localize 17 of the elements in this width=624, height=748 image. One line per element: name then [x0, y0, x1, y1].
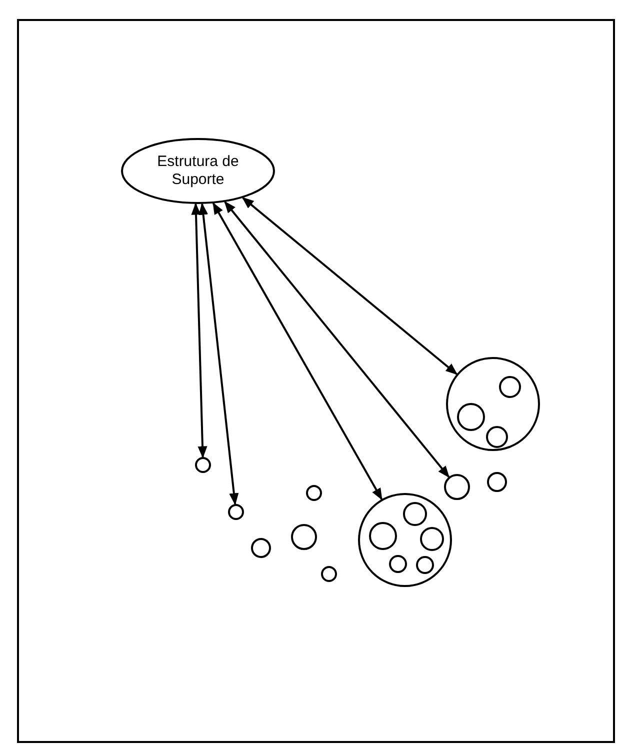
particle-circle — [228, 504, 244, 520]
node-label: Estrutura de Suporte — [156, 153, 240, 189]
double-arrow — [224, 200, 450, 478]
cluster-circle — [358, 493, 452, 587]
ellipse-node — [121, 138, 275, 204]
particle-circle — [444, 474, 470, 500]
particle-circle — [291, 524, 317, 550]
double-arrow — [198, 202, 239, 506]
double-arrow — [212, 202, 383, 500]
particle-circle — [251, 538, 271, 558]
particle-circle — [321, 566, 337, 582]
cluster-circle — [446, 357, 540, 451]
particle-circle — [487, 472, 507, 492]
double-arrow — [191, 202, 208, 458]
particle-circle — [306, 485, 322, 501]
double-arrow — [242, 197, 458, 375]
particle-circle — [195, 457, 211, 473]
